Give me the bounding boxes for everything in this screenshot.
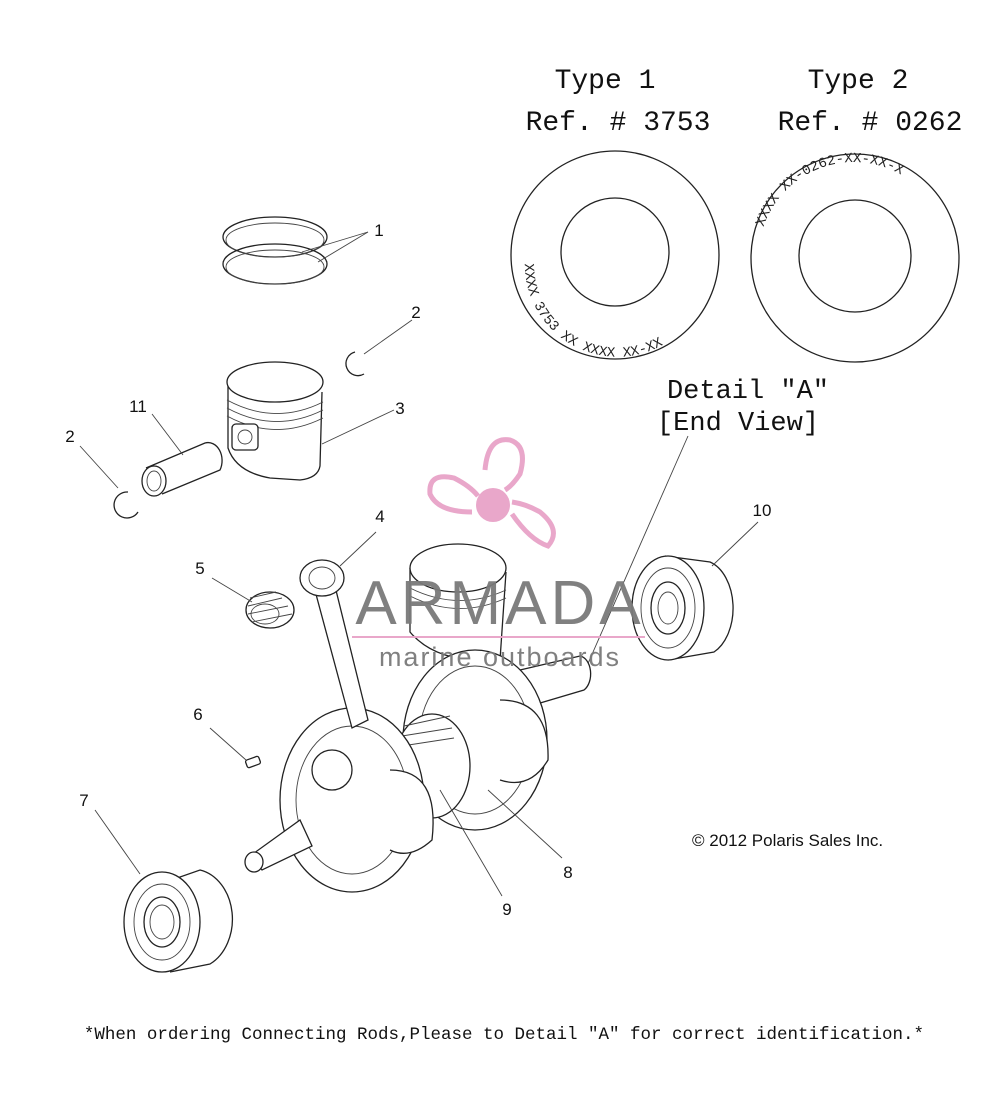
wrist-pin bbox=[141, 413, 223, 497]
callout-numbers: 1 2 3 11 2 4 5 6 7 8 9 10 bbox=[65, 221, 771, 919]
type1-title: Type 1 bbox=[555, 66, 656, 97]
callout-2-lower: 2 bbox=[65, 427, 74, 446]
callout-9: 9 bbox=[502, 900, 511, 919]
type2-end-view: XXXX XX-0262-XX-XX-X bbox=[750, 151, 960, 363]
type1-end-view: XXXX 3753 XX XXXX XX-XX bbox=[510, 150, 720, 362]
circlip-upper bbox=[345, 319, 413, 377]
piston bbox=[226, 361, 395, 481]
armada-watermark: ARMADA marine outboards bbox=[352, 437, 645, 672]
callout-11: 11 bbox=[129, 397, 147, 416]
detail-subtitle: [End View] bbox=[657, 409, 819, 439]
type2-ref: Ref. # 0262 bbox=[778, 108, 963, 139]
callout-4: 4 bbox=[375, 507, 384, 526]
main-bearing-right bbox=[631, 521, 759, 661]
circlip-lower bbox=[79, 445, 139, 519]
callout-5: 5 bbox=[195, 559, 204, 578]
callout-10: 10 bbox=[753, 501, 772, 520]
callout-1: 1 bbox=[374, 221, 383, 240]
callout-7: 7 bbox=[79, 791, 88, 810]
type2-heading: Type 2 Ref. # 0262 bbox=[778, 66, 963, 139]
detail-a-label: Detail "A" [End View] bbox=[585, 377, 829, 669]
type2-title: Type 2 bbox=[808, 66, 909, 97]
ordering-footnote: *When ordering Connecting Rods,Please to… bbox=[84, 1025, 924, 1045]
needle-bearing bbox=[211, 577, 295, 629]
type1-heading: Type 1 Ref. # 3753 bbox=[526, 66, 711, 139]
propeller-logo-icon bbox=[427, 437, 556, 549]
main-bearing-left bbox=[94, 809, 234, 973]
watermark-brand: ARMADA bbox=[355, 569, 644, 638]
woodruff-key bbox=[209, 727, 262, 769]
copyright-text: © 2012 Polaris Sales Inc. bbox=[692, 831, 883, 850]
piston-rings bbox=[222, 216, 369, 285]
callout-8: 8 bbox=[563, 863, 572, 882]
callout-6: 6 bbox=[193, 705, 202, 724]
callout-2-upper: 2 bbox=[411, 303, 420, 322]
watermark-tagline: marine outboards bbox=[379, 642, 621, 672]
detail-title: Detail "A" bbox=[667, 377, 829, 407]
callout-3: 3 bbox=[395, 399, 404, 418]
type1-ref: Ref. # 3753 bbox=[526, 108, 711, 139]
